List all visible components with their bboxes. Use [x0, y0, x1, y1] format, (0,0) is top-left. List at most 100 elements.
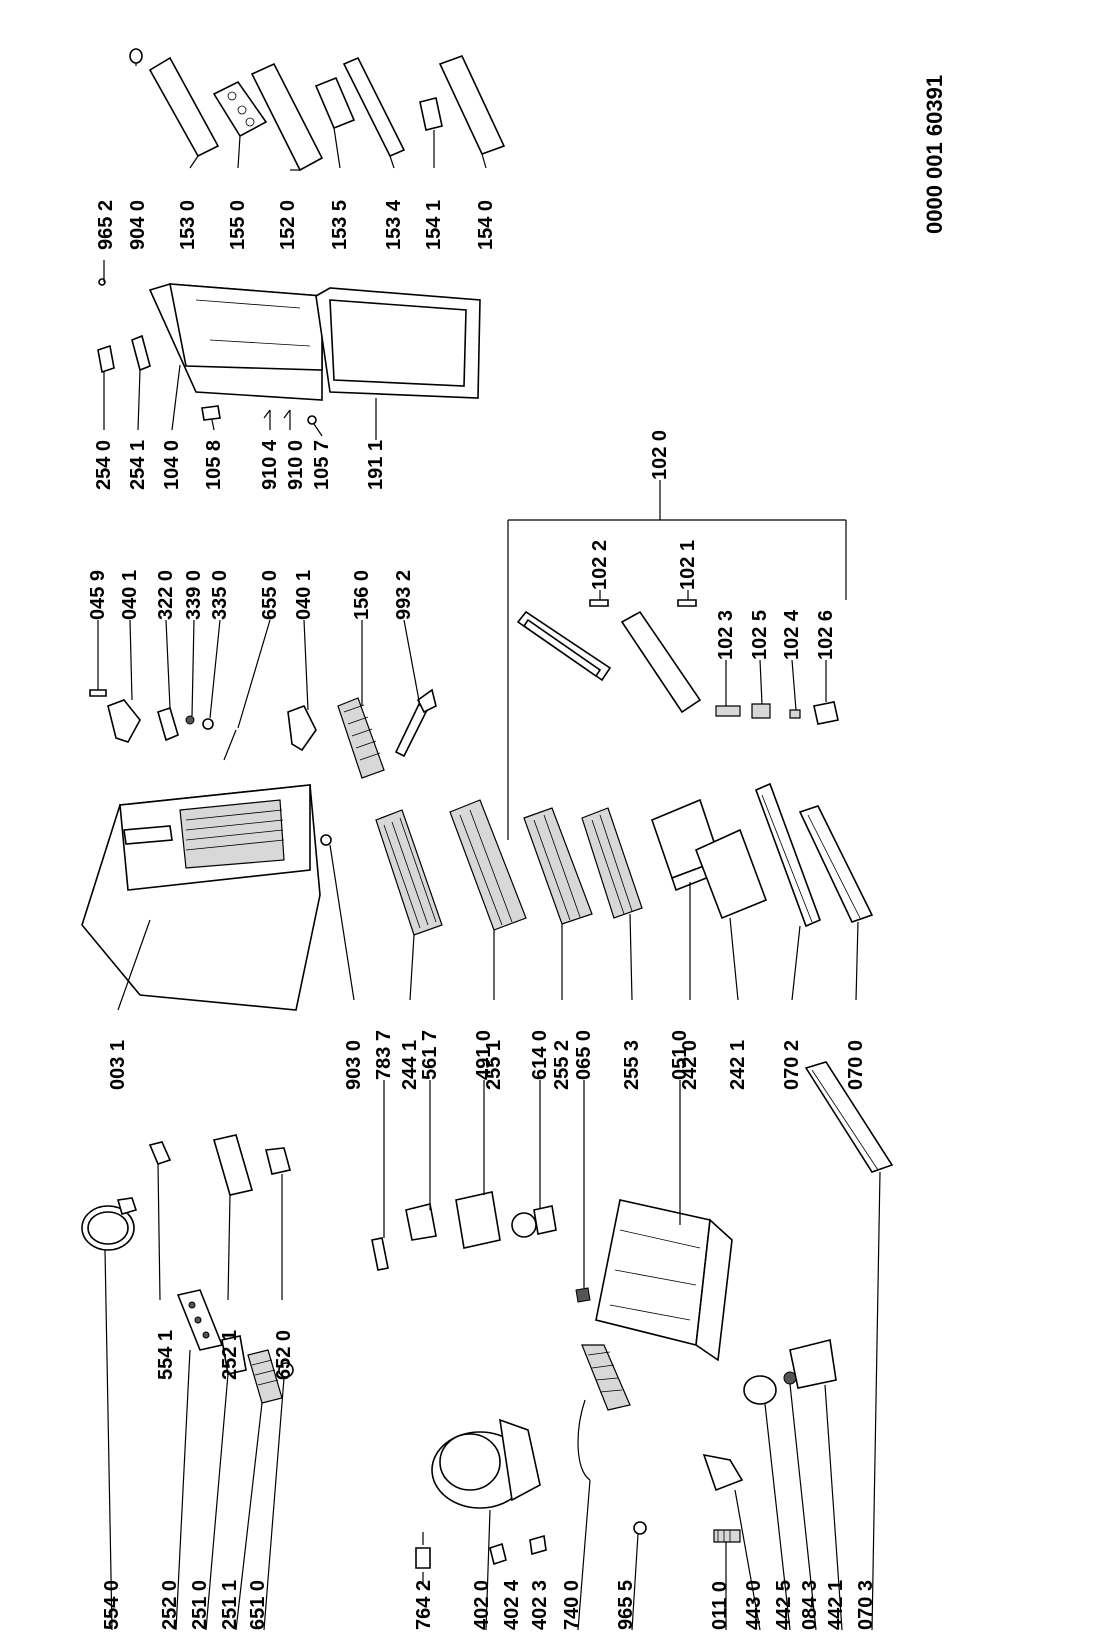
part-554-1-drawing: [148, 1141, 172, 1301]
label-154-0: 154 0: [475, 199, 497, 250]
label-339-0: 339 0: [183, 569, 205, 620]
part-102-2-drawing: [516, 590, 612, 682]
part-651-0-drawing: [263, 1362, 294, 1631]
part-254-1-drawing: [131, 334, 151, 431]
part-191-1-drawing: [315, 287, 481, 440]
label-554-1: 554 1: [155, 1329, 177, 1380]
part-443-0-drawing: [702, 1453, 761, 1631]
part-993-2-drawing: [394, 619, 437, 758]
part-011-0-drawing: [713, 1529, 741, 1630]
part-255-1-drawing: [449, 799, 527, 1000]
label-084-3: 084 3: [799, 1579, 821, 1630]
label-655-0: 655 0: [259, 569, 281, 620]
part-402-4-drawing: [489, 1542, 507, 1566]
label-045-9: 045 9: [87, 569, 109, 620]
label-153-5: 153 5: [329, 199, 351, 250]
label-251-0: 251 0: [189, 1579, 211, 1630]
part-554-0-drawing: [81, 1197, 138, 1631]
label-652-0: 652 0: [273, 1329, 295, 1380]
label-554-0: 554 0: [101, 1579, 123, 1630]
label-783-7: 783 7: [373, 1029, 395, 1080]
label-443-0: 443 0: [743, 1579, 765, 1630]
label-102-2: 102 2: [589, 539, 611, 590]
part-070-3-drawing: [804, 1061, 894, 1631]
part-153-4-drawing: [342, 56, 406, 169]
label-105-8: 105 8: [203, 439, 225, 490]
part-254-0-drawing: [97, 344, 115, 430]
label-011-0: 011 0: [709, 1581, 731, 1630]
part-335-0-drawing: [202, 619, 221, 730]
document-number: 0000 001 60391: [922, 74, 947, 234]
label-254-1: 254 1: [127, 439, 149, 490]
part-255-3-drawing: [581, 807, 643, 1001]
part-910-0-drawing: [283, 409, 291, 430]
part-491-0-drawing: [455, 1080, 501, 1249]
part-153-0-drawing: [148, 56, 220, 169]
label-965-2: 965 2: [95, 199, 117, 250]
label-102-3: 102 3: [715, 609, 737, 660]
label-335-0: 335 0: [209, 569, 231, 620]
part-339-0-drawing: [185, 619, 195, 725]
label-102-5: 102 5: [749, 609, 771, 660]
part-040-1-b-drawing: [287, 619, 317, 752]
label-255-1: 255 1: [483, 1039, 505, 1090]
part-105-7-drawing: [307, 415, 323, 437]
part-783-7-drawing: [371, 1080, 389, 1271]
part-152-0-drawing: [250, 62, 324, 172]
label-993-2: 993 2: [393, 569, 415, 620]
part-965-5-drawing: [631, 1521, 647, 1631]
part-102-1-drawing: [620, 590, 702, 714]
label-104-0: 104 0: [161, 439, 183, 490]
part-102-6-drawing: [813, 660, 839, 725]
label-070-3: 070 3: [855, 1579, 877, 1630]
part-903-0-drawing: [320, 834, 355, 1001]
label-105-7: 105 7: [311, 439, 333, 490]
label-910-4: 910 4: [259, 439, 281, 490]
label-442-5: 442 5: [773, 1579, 795, 1630]
label-155-0: 155 0: [227, 199, 249, 250]
label-152-0: 152 0: [277, 199, 299, 250]
label-764-2: 764 2: [413, 1579, 435, 1630]
part-051-0-drawing: [595, 1080, 733, 1362]
part-040-1-a-drawing: [107, 619, 141, 743]
part-104-0-drawing: [148, 283, 323, 431]
label-242-1: 242 1: [727, 1039, 749, 1090]
label-402-0: 402 0: [471, 1579, 493, 1630]
label-102-6: 102 6: [815, 609, 837, 660]
part-740-0-drawing: [577, 1344, 631, 1631]
part-003-1-drawing: [81, 784, 321, 1011]
label-322-0: 322 0: [155, 569, 177, 620]
label-102-1: 102 1: [677, 539, 699, 590]
part-105-8-drawing: [201, 405, 221, 431]
label-153-4: 153 4: [383, 199, 405, 250]
part-065-0-drawing: [575, 1080, 591, 1303]
part-242-1-drawing: [694, 828, 768, 1001]
label-040-1-b: 040 1: [293, 569, 315, 620]
part-442-1-drawing: [789, 1339, 843, 1631]
part-242-0-drawing: [650, 798, 722, 1000]
part-070-0-drawing: [798, 805, 874, 1001]
part-156-0-drawing: [337, 620, 385, 779]
label-561-7: 561 7: [419, 1029, 441, 1080]
part-153-5-drawing: [314, 76, 356, 169]
label-252-0: 252 0: [159, 1579, 181, 1630]
label-903-0: 903 0: [343, 1039, 365, 1090]
label-070-2: 070 2: [781, 1039, 803, 1090]
part-764-2-drawing: [415, 1532, 431, 1584]
label-102-4: 102 4: [781, 609, 803, 660]
label-242-0: 242 0: [679, 1039, 701, 1090]
part-244-1-drawing: [375, 809, 443, 1001]
label-154-1: 154 1: [423, 199, 445, 250]
label-614-0: 614 0: [529, 1029, 551, 1080]
label-003-1: 003 1: [107, 1039, 129, 1090]
label-402-3: 402 3: [529, 1579, 551, 1630]
label-252-1: 252 1: [219, 1329, 241, 1380]
part-652-0-drawing: [265, 1147, 291, 1300]
label-191-1: 191 1: [365, 439, 387, 490]
label-251-1: 251 1: [219, 1579, 241, 1630]
part-255-2-drawing: [523, 807, 593, 1000]
label-255-2: 255 2: [551, 1039, 573, 1090]
part-102-4-drawing: [789, 659, 801, 719]
part-070-2-drawing: [754, 782, 822, 1001]
